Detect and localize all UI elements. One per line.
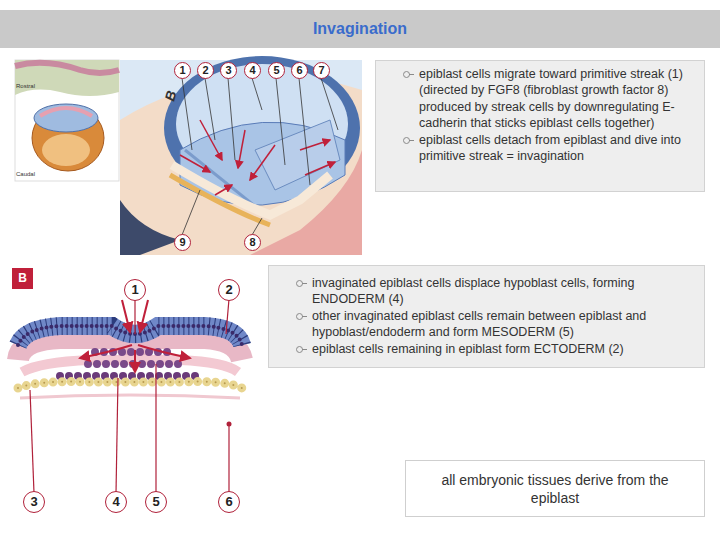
bullet-text: epiblast cells migrate toward primitive … — [419, 67, 683, 130]
callout-number: 2 — [218, 279, 240, 301]
bullet-mark — [409, 74, 414, 75]
bullet-text: invaginated epiblast cells displace hypo… — [312, 276, 634, 306]
direction-label: Caudal — [16, 170, 46, 179]
bullet-item: epiblast cells migrate toward primitive … — [419, 66, 694, 132]
text-holder: all embryonic tissues derive from the ep… — [420, 471, 690, 507]
bullet-mark — [409, 140, 414, 141]
callout-number: 6 — [218, 491, 240, 513]
bullet-item: epiblast cells detach from epiblast and … — [419, 132, 694, 165]
text-box: epiblast cells migrate toward primitive … — [375, 60, 705, 192]
bullet-item: epiblast cells remaining in epiblast for… — [312, 341, 696, 357]
callout-number: 4 — [244, 62, 261, 79]
bullet-item: other invaginated epiblast cells remain … — [312, 308, 696, 341]
callout-number: 7 — [313, 62, 330, 79]
embryo-disc-cutaway — [120, 56, 362, 255]
callout-number: 5 — [268, 62, 285, 79]
callout-number: 3 — [220, 62, 237, 79]
panel-letter: B — [12, 268, 33, 289]
callout-number: 9 — [174, 234, 191, 251]
callout-number: 1 — [124, 279, 146, 301]
bullet-mark — [302, 283, 307, 284]
summary-text: all embryonic tissues derive from the ep… — [420, 471, 690, 507]
text-box: invaginated epiblast cells displace hypo… — [268, 265, 705, 368]
direction-label: Rostral — [16, 82, 46, 91]
bullet-mark — [302, 349, 307, 350]
callout-number: 1 — [174, 62, 191, 79]
bullet-text: epiblast cells detach from epiblast and … — [419, 133, 681, 163]
callout-number: 8 — [244, 234, 261, 251]
cross-section — [10, 265, 256, 527]
callout-number: 2 — [197, 62, 214, 79]
summary-box: all embryonic tissues derive from the ep… — [405, 460, 705, 517]
inset-embryo — [15, 60, 119, 181]
bullet-mark — [302, 316, 307, 317]
bullet-text: other invaginated epiblast cells remain … — [312, 309, 646, 339]
slide-title: Invagination — [0, 10, 720, 48]
callout-number: 6 — [291, 62, 308, 79]
bullet-item: invaginated epiblast cells displace hypo… — [312, 275, 696, 308]
callout-number: 5 — [145, 491, 167, 513]
callout-number: 4 — [105, 491, 127, 513]
callout-number: 3 — [23, 491, 45, 513]
bullet-text: epiblast cells remaining in epiblast for… — [312, 342, 624, 356]
